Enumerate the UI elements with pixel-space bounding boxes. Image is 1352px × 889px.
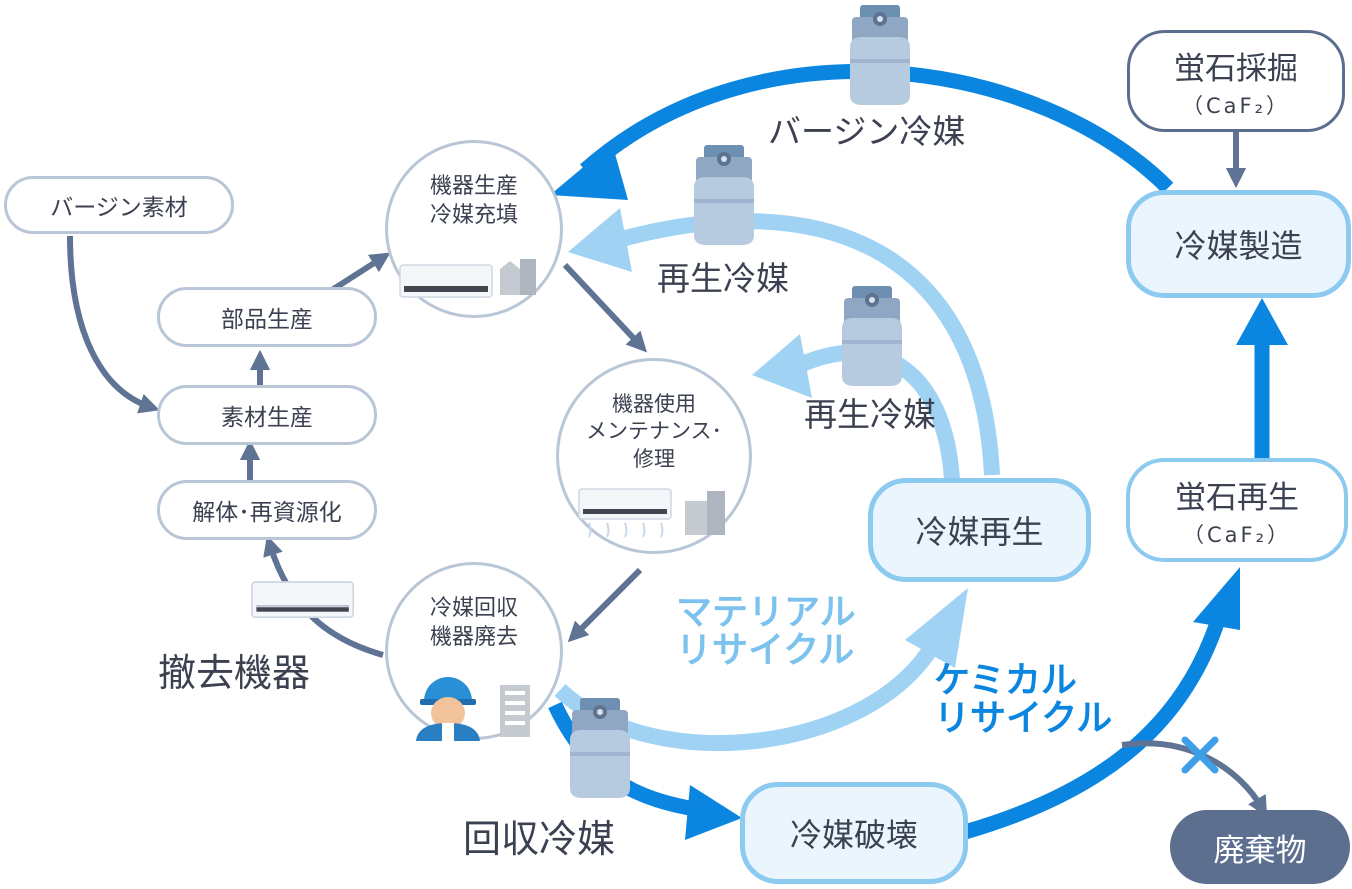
virgin-material-label: バージン素材 <box>50 195 188 221</box>
recovered-refrigerant-label: 回収冷媒 <box>463 817 616 861</box>
regenerated-refrigerant-top-label: 再生冷媒 <box>657 259 789 298</box>
fluorite-mining-label: 蛍石採掘 <box>1174 50 1298 87</box>
fluorite-regeneration-sub: （CaF₂） <box>1182 522 1292 547</box>
refrigerant-regeneration-node: 冷媒再生 <box>868 478 1091 582</box>
virgin-refrigerant-label: バージン冷媒 <box>768 112 966 151</box>
material-production-label: 素材生産 <box>221 405 313 431</box>
worker-icon <box>416 677 530 741</box>
equipment-use-label: 機器使用 メンテナンス･ 修理 <box>585 392 723 471</box>
refrigerant-manufacturing-node: 冷媒製造 <box>1126 190 1351 298</box>
production-fill-node: 機器生産 冷媒充填 <box>385 140 563 318</box>
chemical-recycle-label: ケミカル リサイクル <box>934 660 1113 739</box>
air-conditioner-icon <box>399 259 536 298</box>
waste-node: 廃棄物 <box>1170 810 1350 884</box>
material-production-node: 素材生産 <box>157 385 377 445</box>
refrigerant-destruction-node: 冷媒破壊 <box>740 782 968 884</box>
parts-production-node: 部品生産 <box>157 287 377 347</box>
recovery-disposal-node: 冷媒回収 機器廃去 <box>385 562 563 741</box>
fluorite-mining-sub: （CaF₂） <box>1181 93 1291 118</box>
fluorite-mining-node: 蛍石採掘 （CaF₂） <box>1127 30 1345 132</box>
recovery-disposal-label: 冷媒回収 機器廃去 <box>429 596 518 650</box>
removed-equipment-label: 撤去機器 <box>158 651 311 695</box>
dismantle-recycle-node: 解体･再資源化 <box>157 480 377 540</box>
virgin-material-node: バージン素材 <box>4 176 234 234</box>
dismantle-recycle-label: 解体･再資源化 <box>192 500 342 526</box>
refrigerant-regeneration-label: 冷媒再生 <box>915 513 1044 551</box>
waste-label: 廃棄物 <box>1213 832 1307 869</box>
air-conditioner-icon <box>578 488 725 538</box>
refrigerant-destruction-label: 冷媒破壊 <box>789 816 918 854</box>
material-recycle-label: マテリアル リサイクル <box>676 592 856 671</box>
regenerated-refrigerant-middle-label: 再生冷媒 <box>804 395 936 434</box>
equipment-use-node: 機器使用 メンテナンス･ 修理 <box>556 358 752 554</box>
fluorite-regeneration-label: 蛍石再生 <box>1175 479 1299 516</box>
refrigerant-manufacturing-label: 冷媒製造 <box>1174 227 1303 265</box>
parts-production-label: 部品生産 <box>221 307 313 333</box>
fluorite-regeneration-node: 蛍石再生 （CaF₂） <box>1126 458 1348 562</box>
production-fill-label: 機器生産 冷媒充填 <box>429 174 518 228</box>
